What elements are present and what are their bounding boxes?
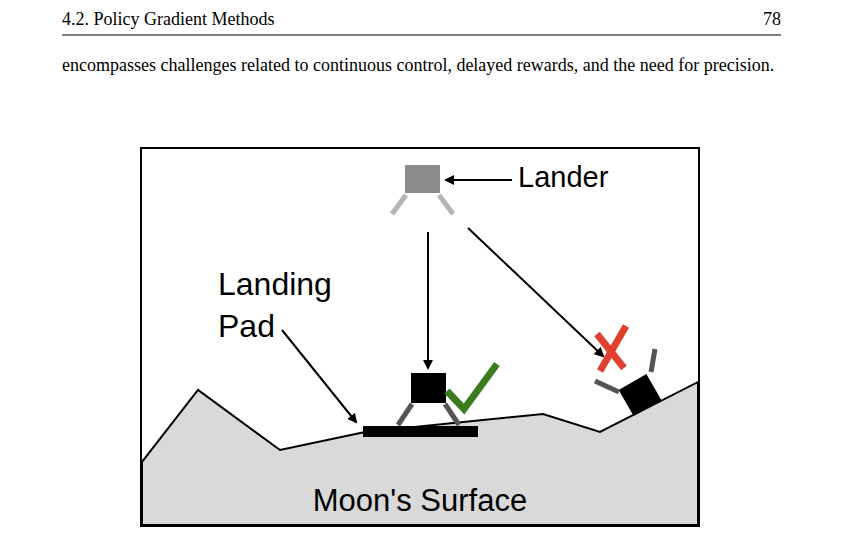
trajectory-arrow [468, 228, 603, 356]
region-label: Moon's Surface [142, 483, 698, 519]
lander-leg [392, 195, 406, 214]
part-label: Lander [518, 161, 608, 194]
page-number: 78 [681, 9, 781, 30]
leader-arrow [446, 179, 512, 181]
figure-frame [141, 148, 699, 526]
running-header: 4.2. Policy Gradient Methods [62, 9, 274, 30]
leader-arrow [282, 330, 356, 422]
lander-body [405, 165, 440, 193]
lander-leg [595, 381, 619, 392]
surface-shape [142, 382, 698, 525]
header-rule [62, 35, 781, 36]
check-mark [447, 364, 497, 409]
lander-leg [651, 349, 655, 372]
landing-pad [363, 426, 478, 437]
lander-leg [398, 404, 412, 425]
cross-mark [600, 326, 626, 371]
lander-leg [445, 404, 459, 425]
lander-body [411, 373, 446, 403]
trajectory-arrow [427, 232, 429, 368]
part-label: Landing Pad [218, 263, 368, 347]
body-paragraph: encompasses challenges related to contin… [62, 51, 781, 79]
lander-leg [439, 195, 453, 214]
